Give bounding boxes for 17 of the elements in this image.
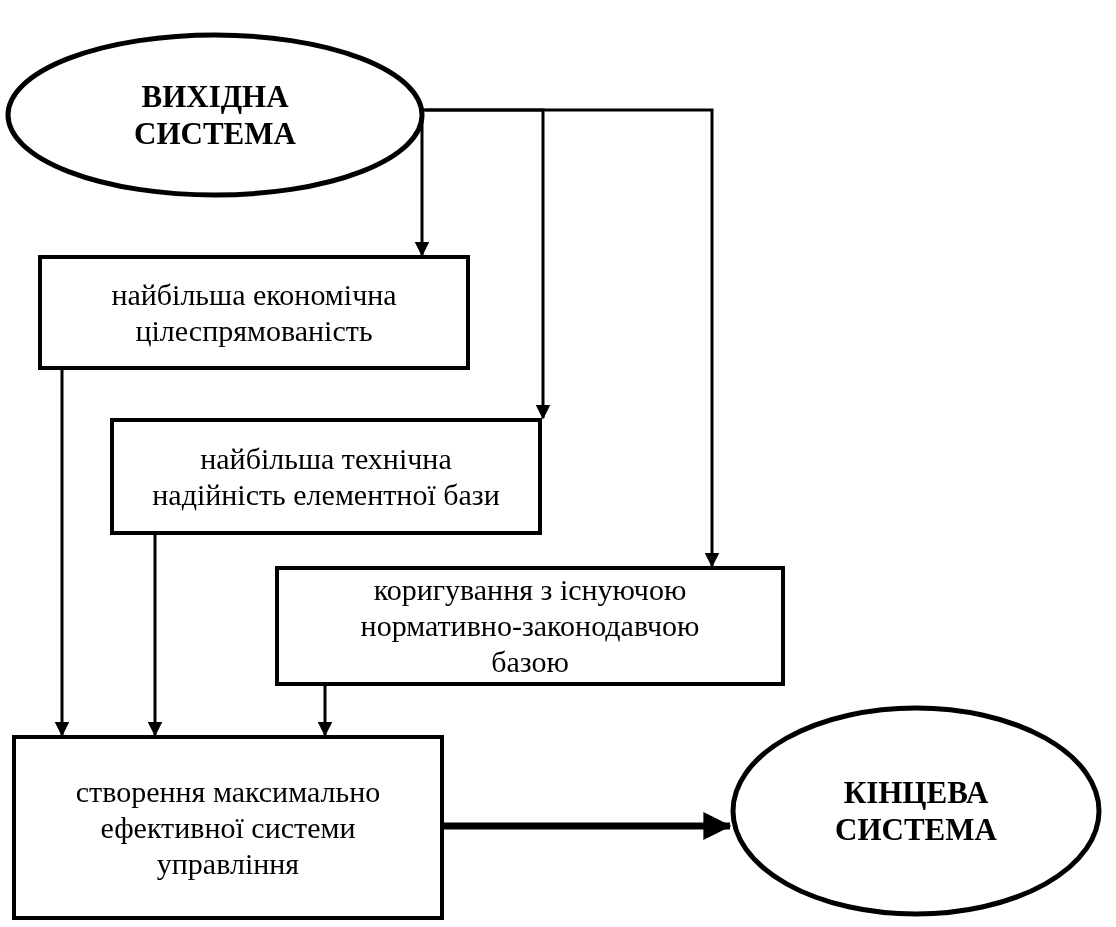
arrow (444, 812, 732, 840)
arrow (425, 108, 720, 568)
process-box (38, 255, 470, 370)
ellipse-node (730, 705, 1102, 917)
process-box (275, 566, 785, 686)
node-label: ВИХІДНА СИСТЕМА (133, 77, 297, 153)
arrow (147, 535, 163, 737)
node-label: найбільша економічна цілеспрямованість (110, 276, 398, 349)
node-label: КІНЦЕВА СИСТЕМА (834, 773, 998, 849)
node-label: найбільша технічна надійність елементної бази (151, 440, 501, 513)
node-label: коригування з існуючою нормативно-законодавчою базою (359, 572, 701, 680)
process-box (110, 418, 542, 535)
ellipse-node (5, 32, 425, 198)
arrow (54, 370, 70, 737)
arrow (317, 686, 333, 737)
node-label: створення максимально ефективної системи управління (74, 773, 382, 882)
process-box (12, 735, 444, 920)
